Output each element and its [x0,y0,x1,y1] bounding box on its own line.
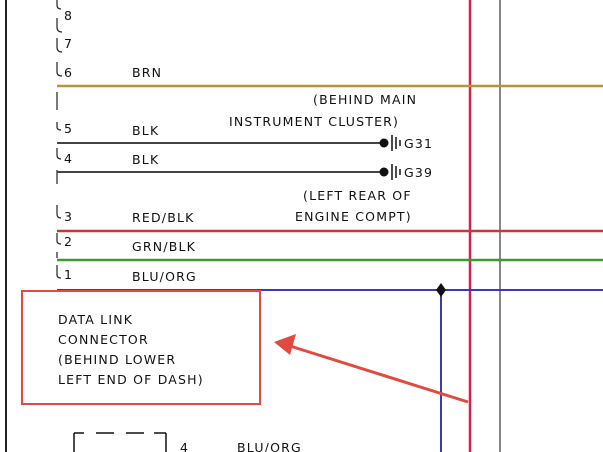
pin-number-7: 7 [64,36,72,51]
callout-arrow-shaft [289,344,469,404]
connector-pin-curls [56,0,63,279]
splice-node [436,283,446,297]
pin-number-2: 2 [64,234,72,249]
wire-label-grn-blk: GRN/BLK [132,239,196,254]
wire-label-blk-4: BLK [132,152,159,167]
lower-wire-label: BLU/ORG [237,440,302,452]
note-engine-compt: ENGINE COMPT) [295,209,412,224]
ground-symbol-g31 [379,135,401,151]
callout-line-2: CONNECTOR [58,332,149,347]
pin-number-6: 6 [64,65,72,80]
note-behind-main: (BEHIND MAIN [313,92,417,107]
wire-label-blu-org: BLU/ORG [132,269,197,284]
ground-label-g31: G31 [404,136,433,151]
ground-label-g39: G39 [404,165,433,180]
callout-line-1: DATA LINK [58,312,134,327]
pin-number-4: 4 [64,151,72,166]
note-instrument-cluster: INSTRUMENT CLUSTER) [229,114,399,129]
callout-text: DATA LINK CONNECTOR (BEHIND LOWER LEFT E… [58,310,204,390]
pin-number-8: 8 [64,8,72,23]
callout-arrow-head [274,334,296,355]
wire-label-brn: BRN [132,65,162,80]
lower-pin-number: 4 [180,440,188,452]
pin-number-5: 5 [64,121,72,136]
data-link-connector-callout: DATA LINK CONNECTOR (BEHIND LOWER LEFT E… [21,290,261,405]
lower-connector-outline [73,432,167,452]
wire-label-blk-5: BLK [132,123,159,138]
pin-number-1: 1 [64,267,72,282]
note-left-rear: (LEFT REAR OF [303,188,412,203]
ground-symbol-g39 [379,164,401,180]
pin-number-3: 3 [64,209,72,224]
callout-line-4: LEFT END OF DASH) [58,372,204,387]
wire-label-red-blk: RED/BLK [132,210,195,225]
callout-line-3: (BEHIND LOWER [58,352,177,367]
